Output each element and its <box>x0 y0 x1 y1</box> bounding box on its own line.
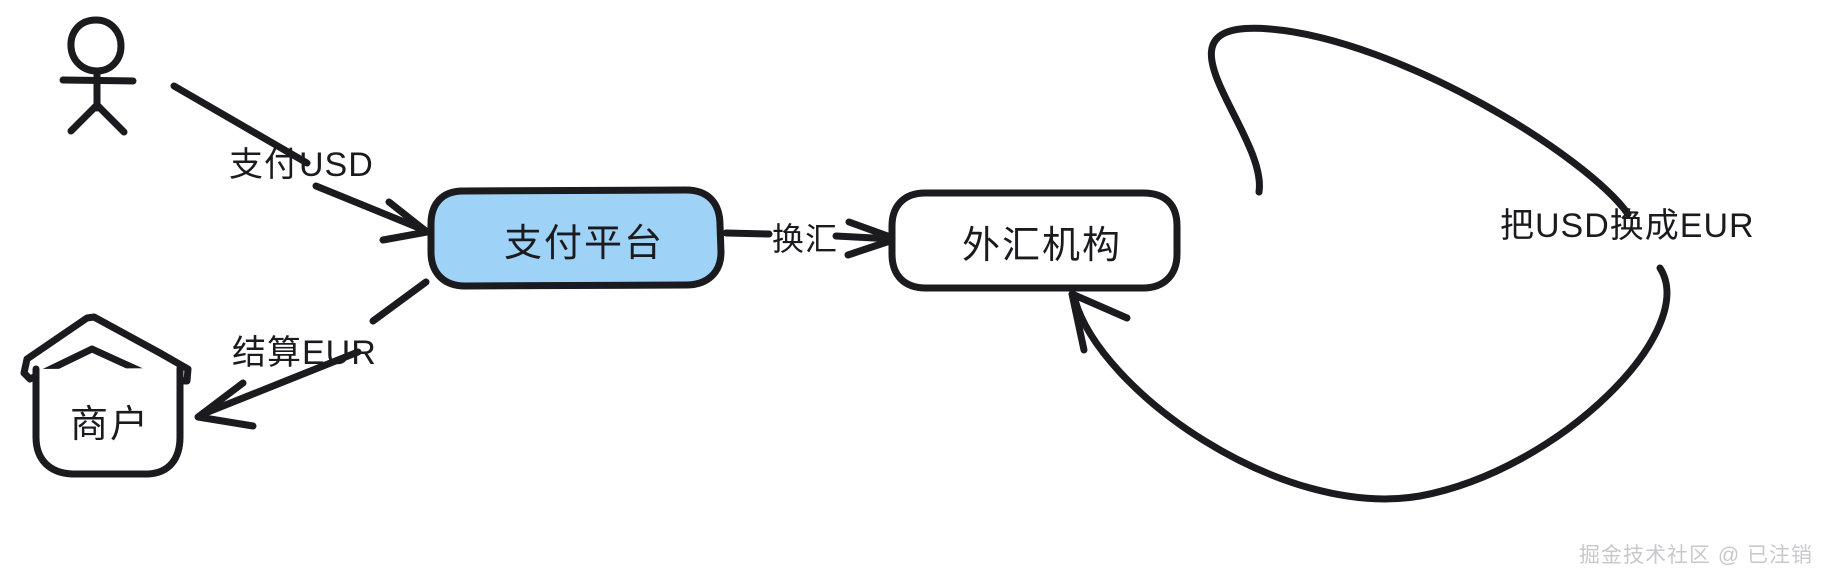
edge-settle-eur-arrow[interactable] <box>194 278 430 430</box>
edge-convert-self-loop[interactable] <box>1068 24 1671 503</box>
edge-label-exchange: 换汇 <box>772 221 839 257</box>
fx-institution-hit-area[interactable] <box>892 193 1177 288</box>
merchant-hit-area[interactable] <box>24 317 188 475</box>
edge-pay-usd-arrow[interactable] <box>170 82 431 244</box>
payment-platform-box[interactable] <box>427 186 725 290</box>
edge-label-pay-usd: 支付USD <box>229 146 374 184</box>
edge-label-convert-usd-to-eur: 把USD换成EUR <box>1500 207 1755 245</box>
payment-platform-hit-area[interactable] <box>431 190 721 286</box>
actor-user-icon[interactable] <box>59 16 137 136</box>
fx-institution-box[interactable] <box>888 189 1181 292</box>
actor-user-hit-area[interactable] <box>60 12 140 140</box>
merchant-house-shape[interactable] <box>20 313 192 478</box>
watermark: 掘金技术社区 @ 已注销 <box>1579 544 1813 567</box>
edge-label-settle-eur: 结算EUR <box>232 334 377 372</box>
